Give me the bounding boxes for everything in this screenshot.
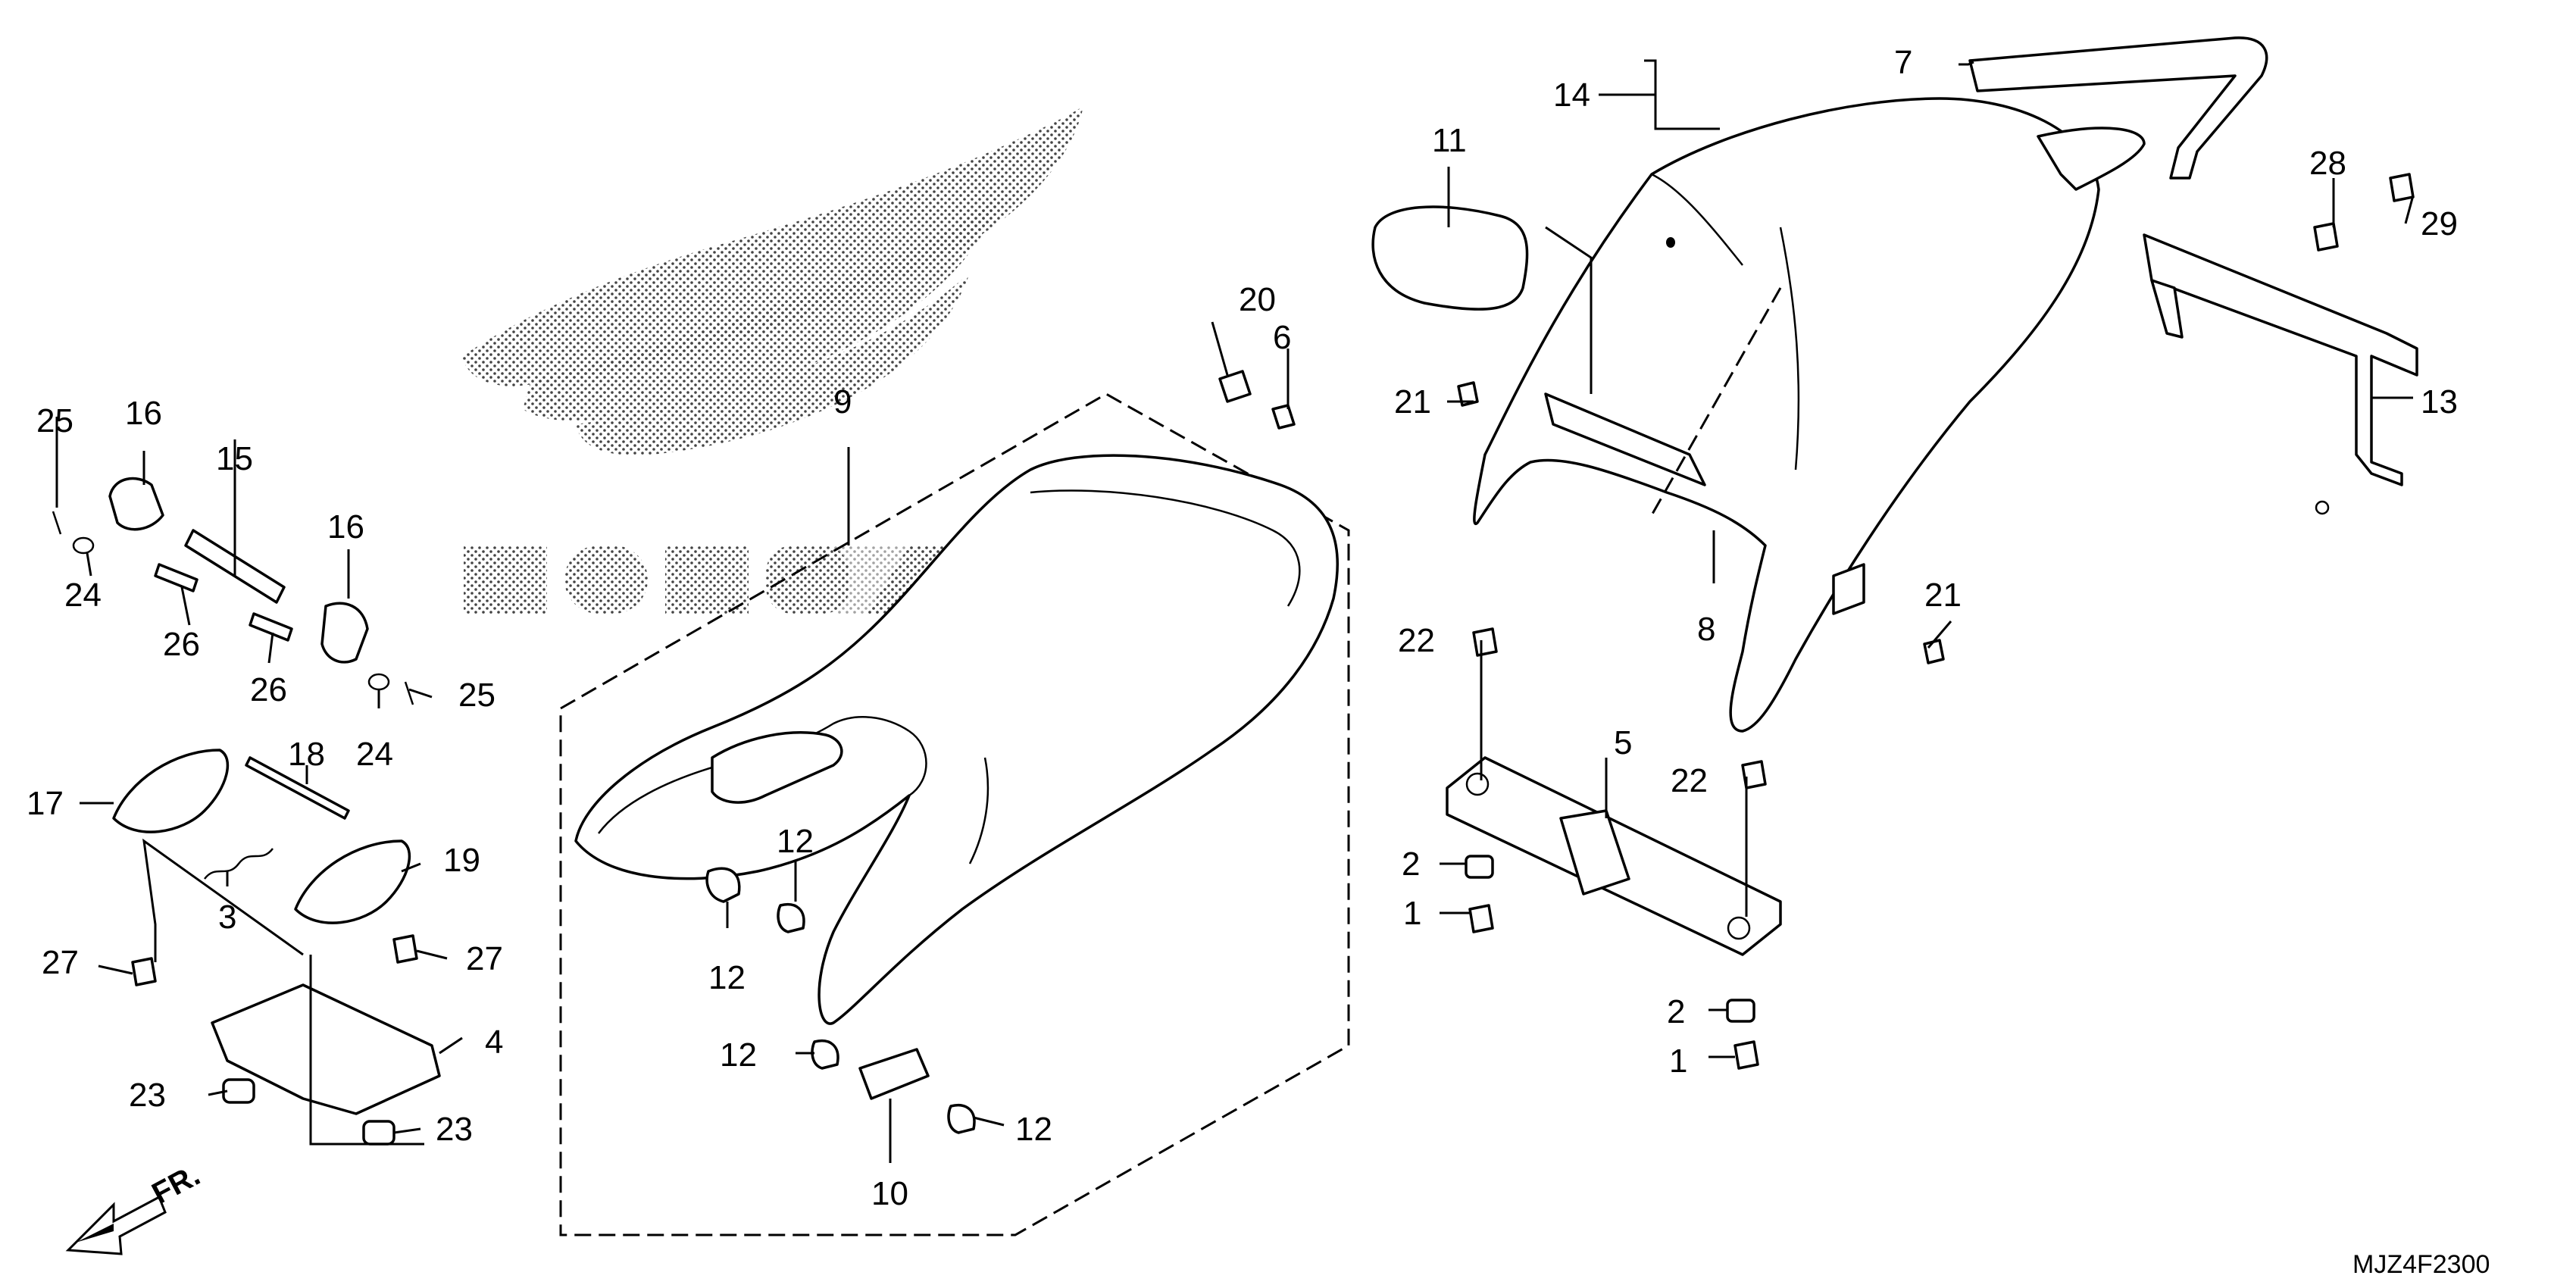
callout-14: 14 bbox=[1553, 77, 1590, 114]
callout-28: 28 bbox=[2309, 145, 2346, 182]
callout-19: 19 bbox=[443, 842, 480, 879]
callout-1b: 1 bbox=[1669, 1043, 1687, 1080]
callout-21b: 21 bbox=[1924, 577, 1962, 614]
diagram-code: MJZ4F2300 bbox=[2352, 1250, 2490, 1279]
seat-base-plate bbox=[1446, 756, 1782, 956]
callout-2b: 2 bbox=[1667, 993, 1685, 1030]
callout-8: 8 bbox=[1697, 611, 1715, 648]
callout-22b: 22 bbox=[1671, 762, 1708, 799]
seat-body bbox=[574, 454, 1339, 1025]
callout-29: 29 bbox=[2421, 205, 2458, 242]
callout-23a: 23 bbox=[129, 1077, 166, 1114]
front-direction-arrow: FR. bbox=[65, 1158, 205, 1255]
callout-24a: 24 bbox=[64, 577, 102, 614]
callout-12c: 12 bbox=[720, 1036, 757, 1074]
callout-4: 4 bbox=[485, 1024, 503, 1061]
callout-18: 18 bbox=[288, 736, 325, 773]
callout-22a: 22 bbox=[1398, 622, 1435, 659]
callout-12b: 12 bbox=[708, 959, 746, 996]
callout-9: 9 bbox=[833, 383, 852, 420]
honda-wing-watermark bbox=[462, 106, 1083, 455]
callout-2a: 2 bbox=[1402, 846, 1420, 883]
callout-1a: 1 bbox=[1403, 895, 1421, 932]
seat-cowl bbox=[1473, 97, 2146, 733]
seat-assembly-boundary bbox=[559, 392, 1350, 1236]
callout-26b: 26 bbox=[250, 671, 287, 708]
callout-3: 3 bbox=[218, 899, 236, 936]
seat-cowl-trim bbox=[1968, 36, 2268, 180]
callout-7: 7 bbox=[1894, 44, 1912, 81]
callout-20: 20 bbox=[1239, 281, 1276, 318]
callout-27a: 27 bbox=[42, 944, 79, 981]
callout-23b: 23 bbox=[436, 1111, 473, 1148]
callout-16a: 16 bbox=[125, 395, 162, 432]
callout-27b: 27 bbox=[466, 940, 503, 977]
callout-16b: 16 bbox=[327, 508, 364, 546]
callout-11: 11 bbox=[1432, 122, 1467, 159]
callout-12a: 12 bbox=[777, 823, 814, 860]
fasteners bbox=[131, 173, 2415, 1146]
callout-25b: 25 bbox=[458, 677, 496, 714]
callout-12d: 12 bbox=[1015, 1111, 1052, 1148]
seat-lock-parts bbox=[112, 749, 441, 1115]
callouts: 7 14 11 20 6 9 21 8 21 28 29 13 22 5 22 … bbox=[27, 44, 2458, 1212]
leader-lines bbox=[55, 59, 2415, 1163]
callout-24b: 24 bbox=[356, 736, 393, 773]
callout-21a: 21 bbox=[1394, 383, 1431, 420]
callout-10: 10 bbox=[871, 1175, 908, 1212]
seat-cowl-cushion bbox=[1371, 205, 1529, 311]
callout-17: 17 bbox=[27, 785, 64, 822]
callout-13: 13 bbox=[2421, 383, 2458, 420]
callout-15: 15 bbox=[216, 440, 253, 477]
callout-26a: 26 bbox=[163, 626, 200, 663]
callout-6: 6 bbox=[1273, 319, 1291, 356]
callout-25a: 25 bbox=[36, 402, 73, 439]
callout-5: 5 bbox=[1614, 724, 1632, 761]
rear-bracket bbox=[2143, 233, 2418, 515]
